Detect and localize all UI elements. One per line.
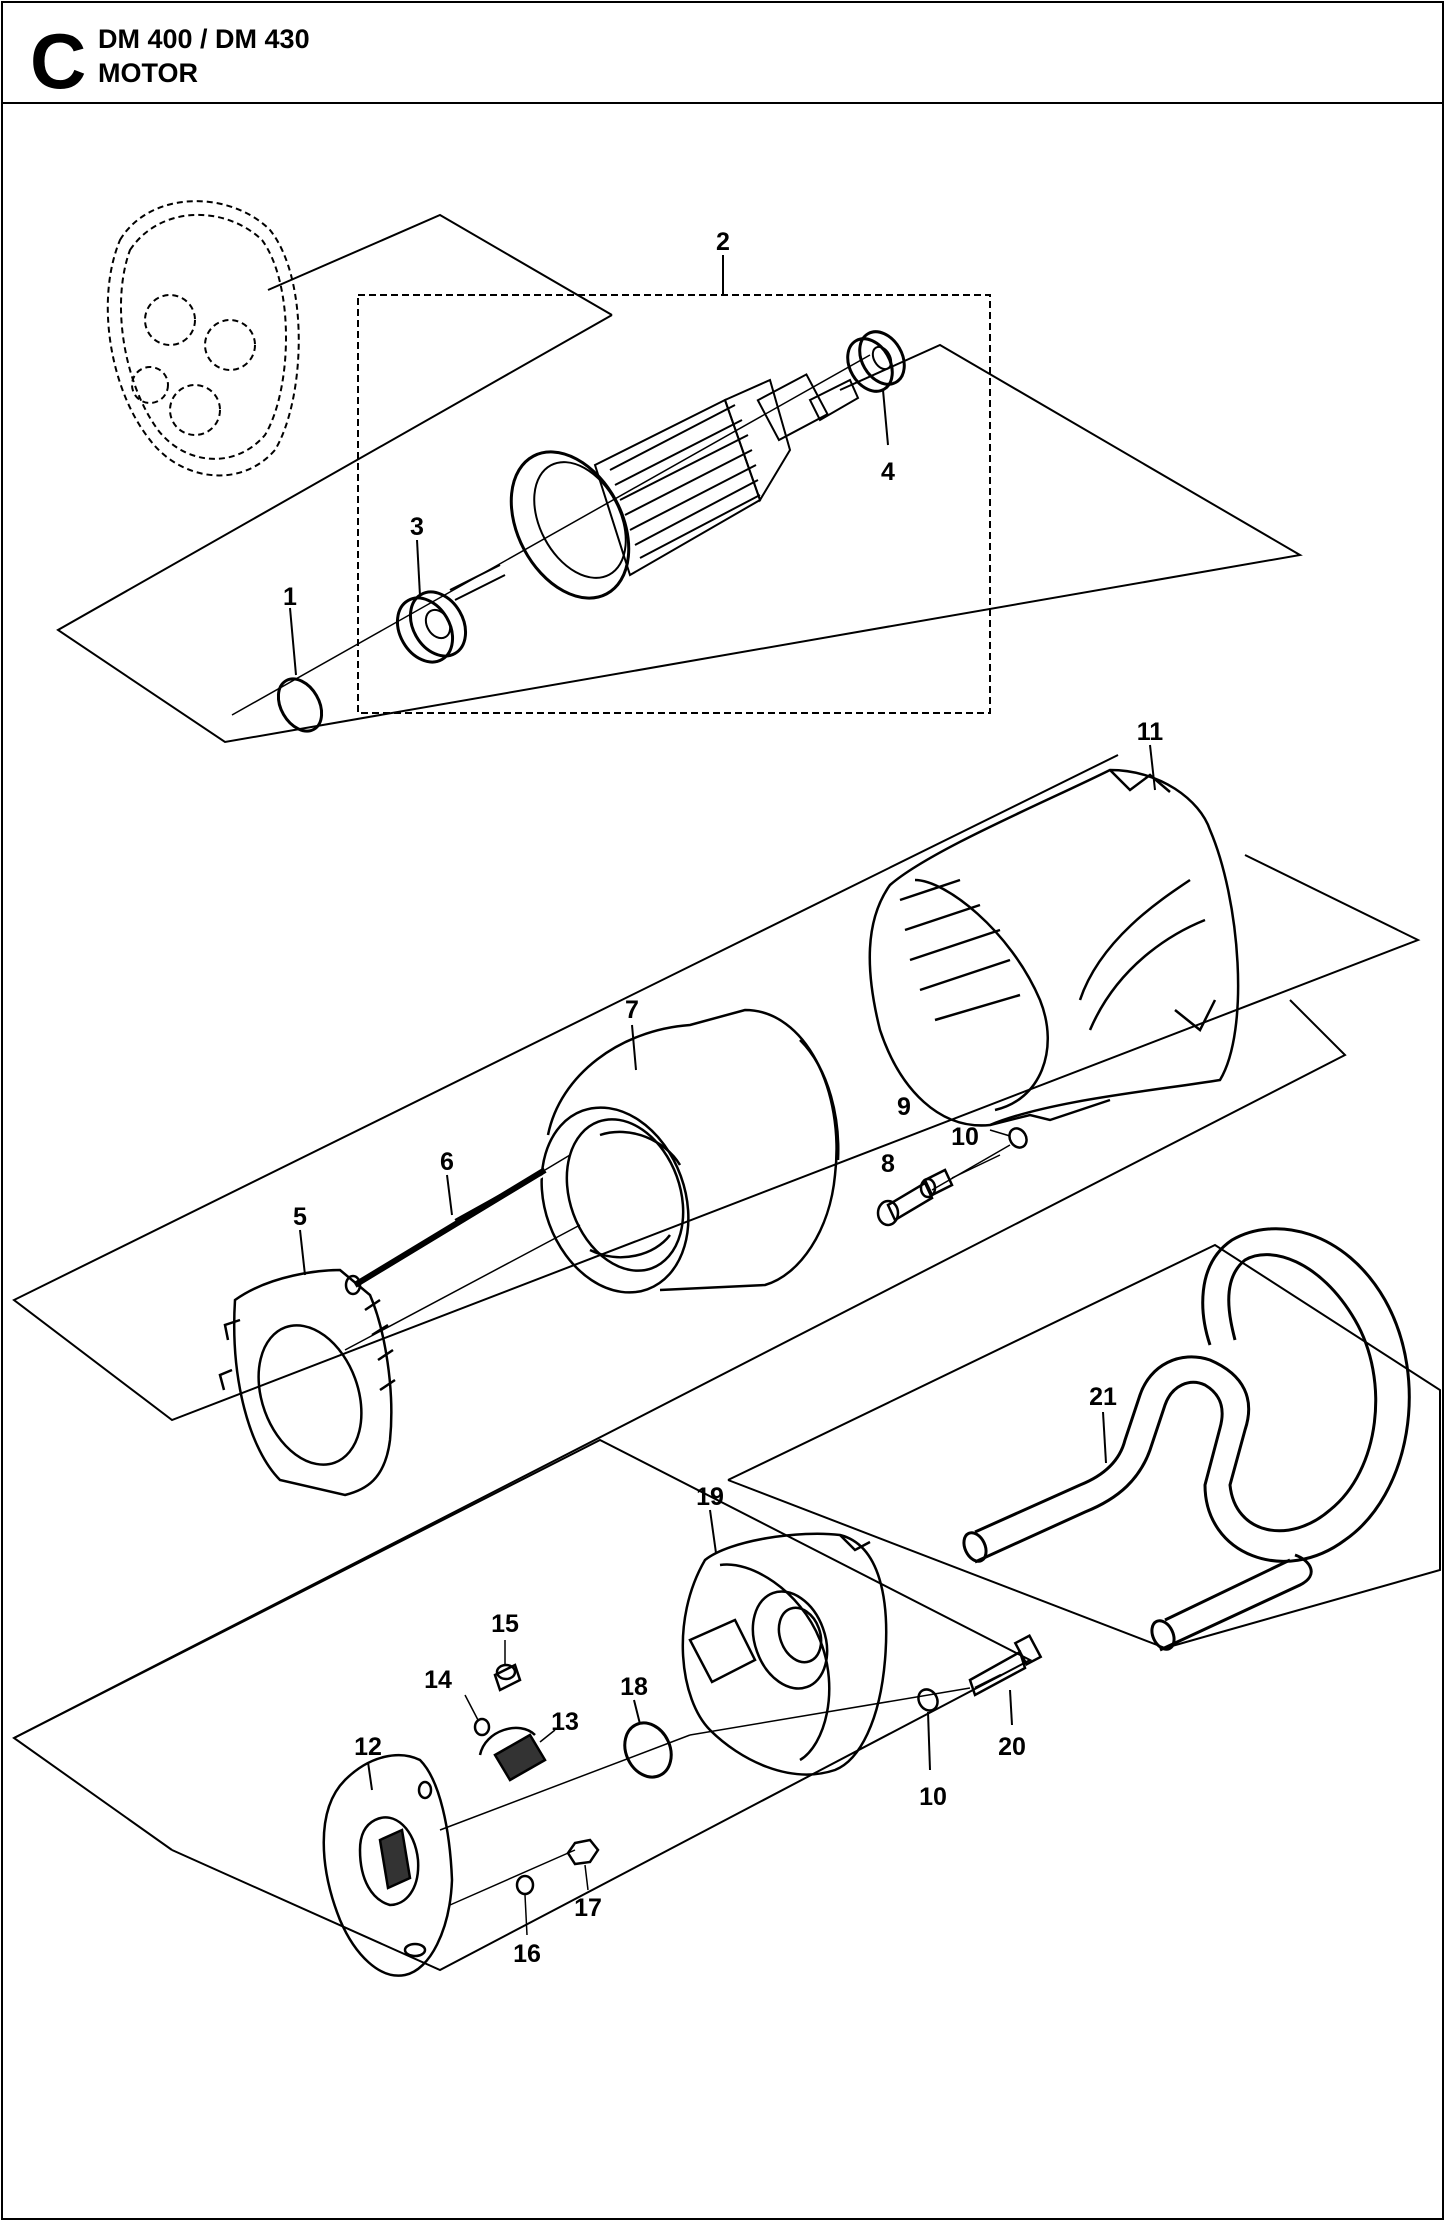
leader-21 xyxy=(1102,1411,1107,1464)
stator-field-part xyxy=(540,1008,840,1294)
callout-21: 21 xyxy=(1089,1383,1117,1411)
armature-assembly-box xyxy=(357,294,991,714)
screw-20-part xyxy=(968,1633,1043,1697)
brush-plate-part xyxy=(322,1753,454,1977)
callout-10a: 10 xyxy=(951,1123,979,1151)
group-stator-housing xyxy=(12,744,1421,1851)
callout-7: 7 xyxy=(625,996,639,1024)
washer-14-part xyxy=(473,1717,491,1737)
leader-8 xyxy=(931,1144,1011,1191)
callout-18: 18 xyxy=(620,1673,648,1701)
leader-3 xyxy=(416,539,421,597)
assembly-plane-3-edge xyxy=(727,1479,1166,1649)
washer-10b-part xyxy=(917,1688,939,1712)
callout-17: 17 xyxy=(574,1894,602,1922)
leader-19 xyxy=(709,1509,717,1554)
callout-1: 1 xyxy=(283,583,297,611)
tubular-handle-part xyxy=(962,1227,1411,1652)
callout-9: 9 xyxy=(897,1093,911,1121)
callout-labels: 1 2 3 4 5 6 7 8 9 10 10 11 12 13 14 15 1… xyxy=(283,228,1163,1968)
plate-axis-2 xyxy=(449,1849,576,1906)
group-rear-cover xyxy=(13,1438,1043,1977)
callout-12: 12 xyxy=(354,1733,382,1761)
nut-17-part xyxy=(566,1838,600,1866)
callout-3: 3 xyxy=(410,513,424,541)
callout-11: 11 xyxy=(1137,718,1164,746)
callout-6: 6 xyxy=(440,1148,454,1176)
bearing-rear-part xyxy=(846,330,906,393)
screw-15-part xyxy=(493,1663,522,1692)
o-ring-part xyxy=(623,1721,673,1779)
assembly-plane-3 xyxy=(727,1243,1441,1649)
callout-8: 8 xyxy=(881,1150,895,1178)
end-cover-part xyxy=(218,1268,396,1497)
callout-19: 19 xyxy=(696,1483,724,1511)
armature-axis xyxy=(231,354,871,716)
callout-15: 15 xyxy=(491,1610,519,1638)
leader-13 xyxy=(539,1729,556,1743)
callout-13: 13 xyxy=(551,1708,579,1736)
assembly-plane-1 xyxy=(267,213,613,316)
armature-rotor-part xyxy=(449,373,860,601)
group-handle xyxy=(727,1227,1441,1652)
group-armature xyxy=(56,200,1303,744)
leader-20 xyxy=(1009,1689,1013,1726)
assembly-plane-2b xyxy=(12,999,1347,1851)
leader-7 xyxy=(631,1024,637,1071)
gearbox-outline-ghost xyxy=(106,200,300,477)
plate-axis xyxy=(439,1734,691,1831)
leader-11 xyxy=(1149,744,1156,791)
motor-housing-part xyxy=(868,768,1240,1127)
bearing-front-part xyxy=(395,590,468,664)
leader-17 xyxy=(584,1864,589,1891)
leader-5 xyxy=(299,1229,306,1276)
long-screw-part xyxy=(344,1167,549,1296)
callout-10b: 10 xyxy=(919,1783,947,1811)
section-letter: C xyxy=(30,17,87,105)
leader-1 xyxy=(289,607,297,676)
callout-2: 2 xyxy=(716,228,730,256)
assembly-plane-2 xyxy=(12,754,1421,1422)
callout-4: 4 xyxy=(881,458,895,486)
screw-axis xyxy=(544,1154,571,1171)
model-title: DM 400 / DM 430 xyxy=(98,24,310,54)
callout-14: 14 xyxy=(424,1666,452,1694)
leader-6 xyxy=(446,1174,453,1216)
section-title: MOTOR xyxy=(98,58,198,88)
leader-16 xyxy=(524,1894,528,1936)
assembly-plane-1b xyxy=(56,314,1303,744)
leader-14 xyxy=(464,1694,479,1721)
leader-12 xyxy=(367,1761,373,1791)
leader-4 xyxy=(882,389,889,446)
screw-8-part xyxy=(876,1181,934,1227)
washer-10-part xyxy=(1008,1127,1028,1149)
leader-10b xyxy=(927,1711,931,1771)
leader-18 xyxy=(633,1699,641,1725)
callout-20: 20 xyxy=(998,1733,1026,1761)
cover-axis-2 xyxy=(689,1687,971,1736)
assembly-plane-4 xyxy=(13,1438,1033,1972)
leader-10a xyxy=(989,1129,1011,1137)
retaining-ring-part xyxy=(276,677,324,733)
callout-16: 16 xyxy=(513,1940,541,1968)
carbon-brush-part xyxy=(478,1726,547,1782)
washer-16-part xyxy=(515,1874,535,1896)
cover-axis xyxy=(344,1224,581,1351)
rear-cover-part xyxy=(681,1532,888,1776)
callout-5: 5 xyxy=(293,1203,307,1231)
